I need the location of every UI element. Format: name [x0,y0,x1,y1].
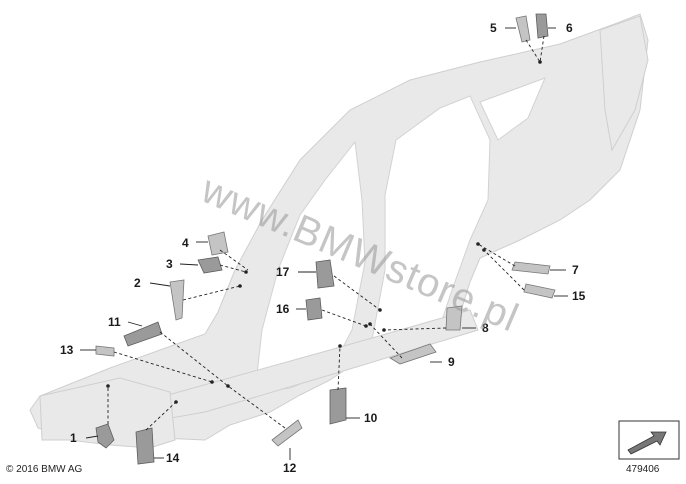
part-16-shape [305,297,323,321]
part-15-shape [523,283,556,299]
callout-16: 16 [276,302,290,316]
callout-17: 17 [276,265,290,279]
part-9-shape [389,343,437,365]
callout-15: 15 [572,289,586,303]
body-side-frame [29,13,649,449]
part-11-shape [123,321,163,347]
part-13-shape [95,345,115,357]
part-17-shape [315,259,335,289]
diagram-id: 479406 [626,464,660,475]
part-6-shape [535,13,549,39]
callout-6: 6 [566,21,573,35]
arrow-navigation-icon[interactable] [618,420,680,460]
copyright-text: © 2016 BMW AG [6,464,83,475]
callout-1: 1 [70,431,77,445]
part-3-shape [197,256,223,274]
part-10-shape [329,387,347,425]
callout-4: 4 [182,236,189,250]
part-7-shape [511,261,551,275]
part-14-shape [135,427,155,465]
callout-7: 7 [572,263,579,277]
callout-12: 12 [283,461,297,475]
callout-10: 10 [364,411,378,425]
callout-9: 9 [448,355,455,369]
callout-3: 3 [166,257,173,271]
part-2-shape [169,279,185,321]
part-8-shape [445,305,463,331]
callout-2: 2 [134,276,141,290]
part-1-shape [95,423,115,449]
callout-labels: 1 2 3 4 5 6 7 8 9 10 11 12 13 14 15 16 1… [60,21,586,475]
part-4-shape [207,231,229,256]
part-12-shape [271,419,303,447]
part-5-shape [515,15,531,43]
leader-lines [80,27,568,460]
callout-5: 5 [490,21,497,35]
callout-8: 8 [482,321,489,335]
callout-13: 13 [60,343,74,357]
callout-11: 11 [108,315,121,329]
callout-14: 14 [166,451,180,465]
